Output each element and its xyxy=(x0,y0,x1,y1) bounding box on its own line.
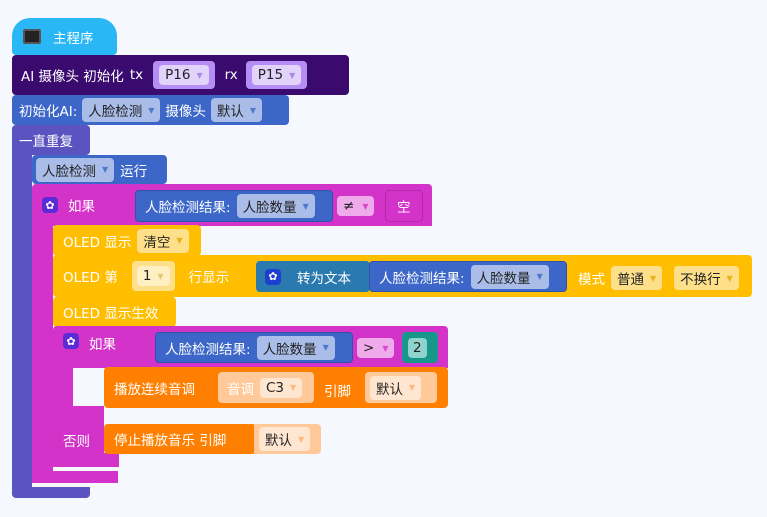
main-program-block[interactable]: 主程序 xyxy=(12,18,117,55)
stop-pin-dropdown[interactable]: 默认▼ xyxy=(259,427,311,451)
if1-arm xyxy=(32,200,53,480)
face-detect-run-block[interactable]: 人脸检测▼ 运行 xyxy=(32,155,167,184)
result-label: 人脸检测结果: xyxy=(379,270,465,287)
if2-label: 如果 xyxy=(89,337,116,353)
mode-label: 模式 xyxy=(578,272,605,288)
result-field-dropdown[interactable]: 人脸数量▼ xyxy=(256,335,335,360)
oled-show-block[interactable]: OLED 显示生效 xyxy=(53,297,176,327)
play-label: 播放连续音调 xyxy=(114,381,195,398)
camera-dropdown[interactable]: 默认▼ xyxy=(210,98,263,122)
wrap-dropdown[interactable]: 不换行▼ xyxy=(674,266,739,290)
chevron-down-icon: ▼ xyxy=(196,70,203,80)
stop-music-block[interactable]: 停止播放音乐 引脚 xyxy=(104,424,256,454)
oled-clear-dropdown[interactable]: 清空▼ xyxy=(137,228,189,253)
gear-icon[interactable]: ✿ xyxy=(42,197,58,213)
oled-line-label: OLED 第 xyxy=(63,270,118,286)
run-mode-dropdown[interactable]: 人脸检测▼ xyxy=(36,157,115,182)
rx-dropdown[interactable]: P15▼ xyxy=(251,65,302,85)
if1-label: 如果 xyxy=(68,199,95,215)
result-field-dropdown[interactable]: 人脸数量▼ xyxy=(236,194,315,218)
if2-else-bar xyxy=(53,406,104,454)
mode-dropdown[interactable]: 普通▼ xyxy=(611,266,663,290)
empty-value-block[interactable]: 空 xyxy=(385,190,423,222)
forever-arm xyxy=(12,150,32,495)
camera-label: 摄像头 xyxy=(165,104,206,120)
face-result-block[interactable]: 人脸检测结果: 人脸数量▼ xyxy=(135,190,333,222)
to-text-block[interactable]: ✿ 转为文本 xyxy=(256,261,370,292)
tx-label: tx xyxy=(129,67,144,83)
face-result-block-2[interactable]: 人脸检测结果: 人脸数量▼ xyxy=(369,261,567,292)
compare-op-dropdown[interactable]: ≠▼ xyxy=(337,196,375,216)
ai-camera-init-block[interactable]: AI 摄像头 初始化 tx P16▼ rx P15▼ xyxy=(12,55,349,95)
chevron-down-icon: ▼ xyxy=(289,70,296,80)
forever-bottom xyxy=(12,487,90,498)
face-result-block-3[interactable]: 人脸检测结果: 人脸数量▼ xyxy=(155,332,353,363)
if2-bottom xyxy=(53,453,119,467)
number-block[interactable]: 2 xyxy=(402,332,438,363)
pin-label: 引脚 xyxy=(324,384,351,400)
main-program-label: 主程序 xyxy=(53,30,94,47)
tone-dropdown[interactable]: C3▼ xyxy=(260,377,303,398)
ai-mode-init-block[interactable]: 初始化AI: 人脸检测▼ 摄像头 默认▼ xyxy=(12,95,289,125)
pin-dropdown[interactable]: 默认▼ xyxy=(370,375,422,400)
pin-block[interactable]: 默认▼ xyxy=(365,372,437,403)
forever-label: 一直重复 xyxy=(19,134,73,150)
gear-icon[interactable]: ✿ xyxy=(265,268,281,285)
ai-init-label: AI 摄像头 初始化 xyxy=(21,69,124,85)
result-label: 人脸检测结果: xyxy=(145,200,231,216)
stop-label: 停止播放音乐 引脚 xyxy=(114,433,227,449)
gear-icon[interactable]: ✿ xyxy=(63,333,79,349)
result-label: 人脸检测结果: xyxy=(165,341,251,358)
line-number-dropdown[interactable]: 1▼ xyxy=(136,266,170,286)
compare-op-dropdown[interactable]: >▼ xyxy=(357,338,395,358)
number-input[interactable]: 2 xyxy=(408,337,427,358)
result-field-dropdown[interactable]: 人脸数量▼ xyxy=(470,264,549,289)
else-label: 否则 xyxy=(63,434,90,450)
ai-mode-label: 初始化AI: xyxy=(19,104,78,120)
tx-dropdown[interactable]: P16▼ xyxy=(159,65,209,85)
stop-pin-block[interactable]: 默认▼ xyxy=(254,424,321,454)
oled-show-label: OLED 显示生效 xyxy=(63,306,159,322)
ai-mode-dropdown[interactable]: 人脸检测▼ xyxy=(82,98,161,122)
tone-label: 音调 xyxy=(227,381,254,398)
oled-clear-block[interactable]: OLED 显示 清空▼ xyxy=(53,225,201,256)
rx-label: rx xyxy=(224,67,238,83)
board-icon xyxy=(23,29,41,44)
oled-clear-label: OLED 显示 xyxy=(63,234,132,251)
if1-bottom xyxy=(32,471,118,483)
to-text-label: 转为文本 xyxy=(297,270,351,287)
run-label: 运行 xyxy=(120,163,148,180)
tone-block[interactable]: 音调 C3▼ xyxy=(218,372,314,403)
line-display-label: 行显示 xyxy=(188,270,230,286)
forever-block[interactable]: 一直重复 xyxy=(12,125,90,155)
